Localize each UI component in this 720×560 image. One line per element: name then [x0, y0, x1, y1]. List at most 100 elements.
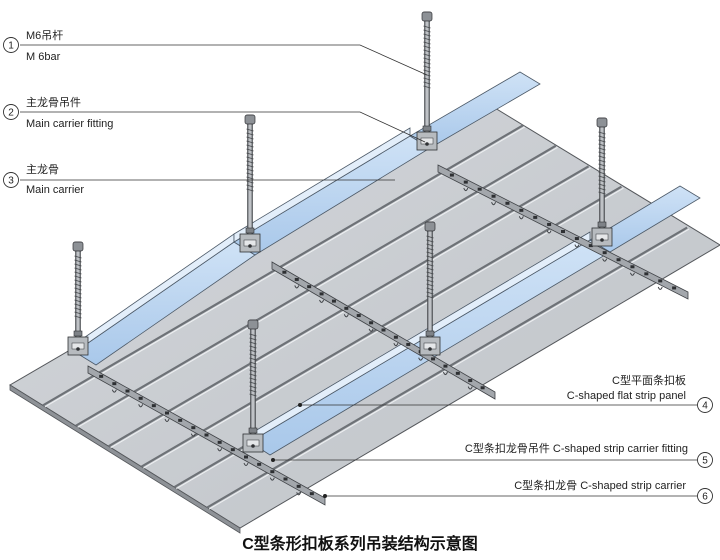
rod-thread	[246, 176, 254, 180]
strip-carrier-clip	[442, 371, 448, 376]
rod-thread	[249, 349, 257, 353]
strip-carrier-slot	[204, 433, 209, 437]
rod-thread	[598, 171, 606, 175]
strip-carrier-slot	[491, 194, 496, 198]
rod-thread	[74, 315, 82, 319]
strip-carrier-slot	[658, 279, 663, 283]
rod-top-nut	[421, 11, 433, 22]
callout-6: 6 C型条扣龙骨 C-shaped strip carrier	[514, 478, 713, 504]
callout-2-label-en: Main carrier fitting	[26, 118, 113, 130]
strip-carrier-clip	[467, 386, 473, 390]
callout-4: 4 C型平面条扣板 C-shaped flat strip panel	[567, 373, 713, 413]
rod-thread	[74, 255, 82, 259]
strip-carrier-slot	[468, 379, 473, 383]
rod-thread	[246, 144, 254, 148]
rod-thread	[74, 283, 82, 287]
callout-1-label-en: M 6bar	[26, 51, 61, 63]
strip-carrier-slot	[230, 448, 235, 452]
strip-carrier-slot	[296, 484, 301, 488]
rod-thread	[423, 29, 431, 33]
rod-thread	[426, 287, 434, 291]
strip-carrier-clip	[393, 343, 399, 347]
strip-carrier-slot	[519, 208, 524, 212]
rod-thread	[249, 337, 257, 341]
strip-carrier-slot	[480, 386, 485, 390]
rod-thread	[246, 180, 254, 184]
strip-carrier-slot	[217, 440, 222, 444]
rod-thread	[249, 381, 257, 385]
strip-carrier-clip	[164, 418, 170, 422]
callout-3-number: 3	[8, 176, 14, 187]
rod-top-nut	[247, 319, 259, 330]
fitting-bolt	[428, 347, 432, 351]
rod-thread	[249, 369, 257, 373]
strip-carrier-slot	[455, 371, 460, 375]
strip-carrier-slot	[533, 215, 538, 219]
callout-1-number: 1	[8, 41, 14, 52]
strip-carrier-slot	[165, 411, 169, 415]
strip-carrier-slot	[369, 321, 374, 325]
fitting-bolt	[251, 444, 255, 448]
strip-carrier-slot	[99, 374, 104, 378]
panel-groove	[75, 144, 557, 427]
strip-carrier-slot	[125, 389, 130, 393]
strip-carrier-slot	[309, 492, 314, 496]
rod-thread	[423, 33, 431, 37]
callout-5-circle	[697, 452, 713, 468]
strip-carrier-clip	[111, 389, 117, 393]
rod-thread	[249, 377, 257, 381]
rod-thread	[598, 163, 606, 167]
strip-carrier-clip	[217, 448, 223, 452]
rod-thread	[246, 148, 254, 152]
rod-thread	[598, 135, 606, 139]
callout-5: 5 C型条扣龙骨吊件 C-shaped strip carrier fittin…	[465, 441, 713, 468]
strip-carrier-clip	[418, 357, 424, 361]
callout-1-label-cn: M6吊杆	[26, 28, 63, 42]
strip-carrier-slot	[191, 426, 196, 430]
rod-thread	[246, 184, 254, 188]
rod-lower-nut	[422, 125, 432, 132]
callout-6-circle	[697, 488, 713, 504]
strip-carrier-slot	[244, 455, 248, 459]
strip-carrier-slot	[547, 222, 552, 226]
rod-lower-nut	[597, 221, 607, 228]
leader-lines	[20, 44, 697, 497]
fitting-bolt	[248, 244, 252, 248]
rod-thread	[598, 183, 606, 187]
strip-carrier-clip	[368, 328, 374, 332]
rod-thread	[423, 25, 431, 29]
rod-thread	[426, 251, 434, 255]
strip-carrier-slot	[331, 299, 336, 303]
strip-carrier-clip	[243, 462, 249, 466]
rod-thread	[426, 247, 434, 251]
strip-carrier-clip	[518, 216, 524, 220]
rod-thread	[74, 303, 82, 307]
rod-thread	[426, 255, 434, 259]
rod-top-nut	[596, 117, 608, 128]
leader-dot-6	[323, 494, 327, 498]
strip-carrier-slot	[616, 258, 621, 262]
rod-top-nut	[424, 221, 436, 232]
rod-thread	[246, 128, 254, 132]
rod-thread	[249, 385, 257, 389]
rod-thread	[246, 188, 254, 192]
callout-4-number: 4	[702, 401, 708, 412]
callout-6-label: C型条扣龙骨 C-shaped strip carrier	[514, 478, 686, 492]
strip-carrier-slot	[138, 396, 143, 400]
strip-carrier-slot	[449, 173, 454, 177]
leader-dot-4	[298, 403, 302, 407]
callout-3-label-en: Main carrier	[26, 184, 84, 196]
callout-3-circle	[3, 172, 19, 188]
callout-2: 2 主龙骨吊件 Main carrier fitting	[3, 96, 113, 130]
strip-carrier-clip	[491, 202, 497, 206]
rod-thread	[598, 151, 606, 155]
rod-thread	[423, 69, 431, 73]
rod-thread	[426, 259, 434, 263]
strip-carrier-slot	[644, 272, 649, 276]
rod-thread	[423, 85, 431, 89]
strip-carrier-slot	[477, 187, 482, 191]
rod-thread	[74, 271, 82, 275]
callout-6-number: 6	[702, 492, 708, 503]
strip-carrier-slot	[319, 292, 324, 296]
